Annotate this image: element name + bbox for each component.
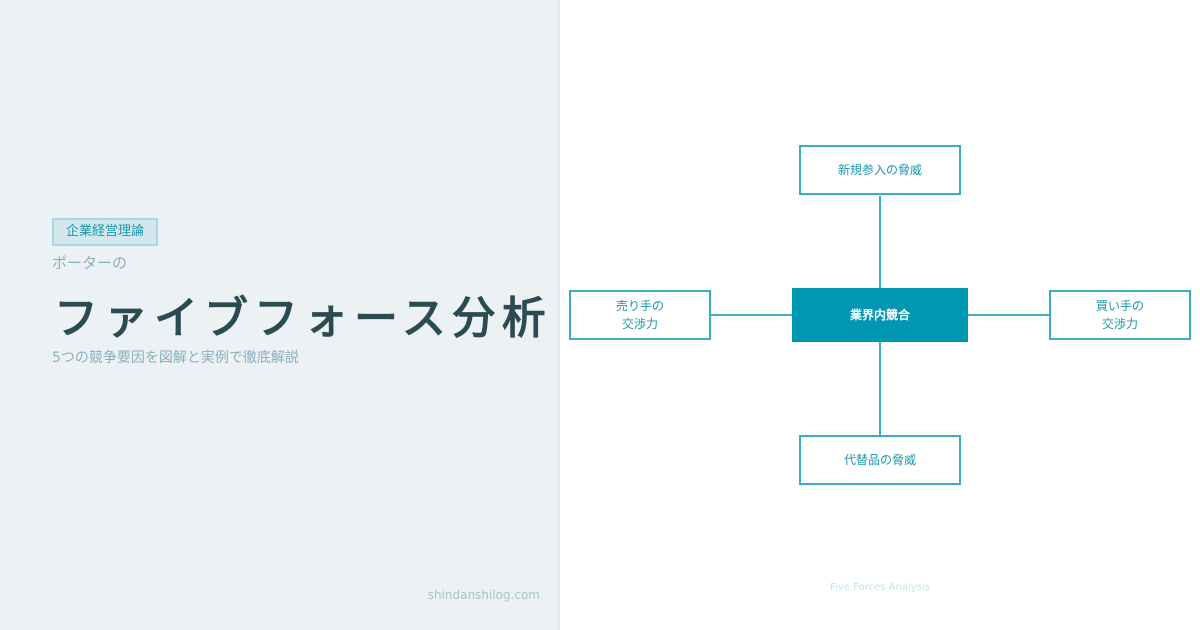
connector-left — [710, 314, 792, 316]
left-panel: 企業経営理論 ポーターの ファイブフォース分析 5つの競争要因を図解と実例で徹底… — [0, 0, 560, 630]
force-label: 売り手の — [615, 299, 664, 313]
force-label: 交渉力 — [621, 317, 658, 331]
category-badge: 企業経営理論 — [52, 218, 159, 246]
pre-title: ポーターの — [52, 254, 128, 272]
force-label: 業界内競合 — [849, 308, 910, 322]
diagram-caption: Five Forces Analysis — [830, 582, 930, 593]
force-label: 新規参入の脅威 — [837, 163, 922, 177]
subtitle: 5つの競争要因を図解と実例で徹底解説 — [52, 350, 299, 366]
force-substitutes: 代替品の脅威 — [799, 435, 961, 485]
force-suppliers: 売り手の交渉力 — [569, 290, 711, 340]
connector-bottom — [879, 341, 881, 436]
force-label: 代替品の脅威 — [843, 453, 916, 467]
force-new-entrants: 新規参入の脅威 — [799, 145, 961, 195]
site-url: shindanshilog.com — [427, 588, 540, 602]
connector-right — [967, 314, 1049, 316]
connector-top — [879, 196, 881, 288]
force-label: 交渉力 — [1101, 317, 1138, 331]
force-buyers: 買い手の交渉力 — [1049, 290, 1191, 340]
force-rivalry: 業界内競合 — [792, 288, 968, 342]
page-title: ファイブフォース分析 — [54, 293, 552, 344]
force-label: 買い手の — [1095, 299, 1144, 313]
